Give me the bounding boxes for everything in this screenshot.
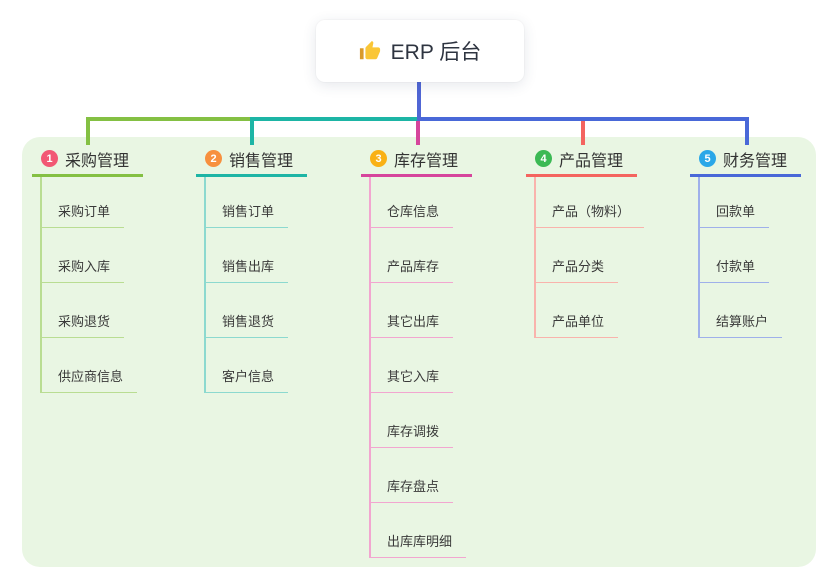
child-node[interactable]: 采购退货 xyxy=(42,283,125,338)
child-node[interactable]: 库存盘点 xyxy=(371,448,454,503)
branch-header-product[interactable]: 4 产品管理 xyxy=(526,147,637,177)
child-node[interactable]: 销售出库 xyxy=(206,228,289,283)
branch-label: 销售管理 xyxy=(229,152,294,170)
child-node[interactable]: 采购订单 xyxy=(42,177,125,228)
branch-badge: 2 xyxy=(205,150,222,167)
branch-header-finance[interactable]: 5 财务管理 xyxy=(690,147,801,177)
connector-drop-sales xyxy=(250,121,254,145)
branch-header-sales[interactable]: 2 销售管理 xyxy=(196,147,307,177)
branch-product: 4 产品管理 产品（物料） 产品分类 产品单位 xyxy=(526,147,645,338)
branch-sales: 2 销售管理 销售订单 销售出库 销售退货 客户信息 xyxy=(196,147,307,393)
branch-label: 采购管理 xyxy=(65,152,130,170)
connector-bus-teal xyxy=(250,117,417,121)
connector-drop-finance xyxy=(745,117,749,145)
branch-label: 财务管理 xyxy=(723,152,788,170)
connector-bus-green xyxy=(86,117,254,121)
connector-drop-product xyxy=(581,121,585,145)
branch-label: 产品管理 xyxy=(559,152,624,170)
child-node[interactable]: 付款单 xyxy=(700,228,770,283)
branch-badge: 3 xyxy=(370,150,387,167)
child-node[interactable]: 产品库存 xyxy=(371,228,454,283)
child-node[interactable]: 产品分类 xyxy=(536,228,619,283)
child-node[interactable]: 产品单位 xyxy=(536,283,619,338)
connector-bus-blue xyxy=(417,117,749,121)
child-node[interactable]: 采购入库 xyxy=(42,228,125,283)
branch-children: 采购订单 采购入库 采购退货 供应商信息 xyxy=(40,177,138,393)
connector-root-stem xyxy=(417,82,421,121)
child-node[interactable]: 出库库明细 xyxy=(371,503,467,558)
child-node[interactable]: 供应商信息 xyxy=(42,338,138,393)
branch-badge: 1 xyxy=(41,150,58,167)
child-node[interactable]: 库存调拨 xyxy=(371,393,454,448)
connector-drop-purchase xyxy=(86,117,90,145)
map-background xyxy=(22,137,816,567)
child-node[interactable]: 仓库信息 xyxy=(371,177,454,228)
child-node[interactable]: 回款单 xyxy=(700,177,770,228)
branch-purchase: 1 采购管理 采购订单 采购入库 采购退货 供应商信息 xyxy=(32,147,143,393)
child-node[interactable]: 其它入库 xyxy=(371,338,454,393)
branch-finance: 5 财务管理 回款单 付款单 结算账户 xyxy=(690,147,801,338)
child-node[interactable]: 销售订单 xyxy=(206,177,289,228)
root-title: ERP 后台 xyxy=(390,41,482,64)
child-node[interactable]: 销售退货 xyxy=(206,283,289,338)
child-node[interactable]: 产品（物料） xyxy=(536,177,645,228)
root-node[interactable]: ERP 后台 xyxy=(316,20,524,82)
branch-children: 回款单 付款单 结算账户 xyxy=(698,177,783,338)
branch-label: 库存管理 xyxy=(394,152,459,170)
child-node[interactable]: 其它出库 xyxy=(371,283,454,338)
branch-badge: 4 xyxy=(535,150,552,167)
thumbs-up-icon xyxy=(359,40,381,62)
child-node[interactable]: 客户信息 xyxy=(206,338,289,393)
branch-header-purchase[interactable]: 1 采购管理 xyxy=(32,147,143,177)
branch-header-inventory[interactable]: 3 库存管理 xyxy=(361,147,472,177)
branch-inventory: 3 库存管理 仓库信息 产品库存 其它出库 其它入库 库存调拨 库存盘点 出库库… xyxy=(361,147,472,558)
child-node[interactable]: 结算账户 xyxy=(700,283,783,338)
connector-drop-inventory xyxy=(416,121,420,145)
branch-children: 销售订单 销售出库 销售退货 客户信息 xyxy=(204,177,289,393)
branch-children: 产品（物料） 产品分类 产品单位 xyxy=(534,177,645,338)
branch-badge: 5 xyxy=(699,150,716,167)
branch-children: 仓库信息 产品库存 其它出库 其它入库 库存调拨 库存盘点 出库库明细 xyxy=(369,177,467,558)
